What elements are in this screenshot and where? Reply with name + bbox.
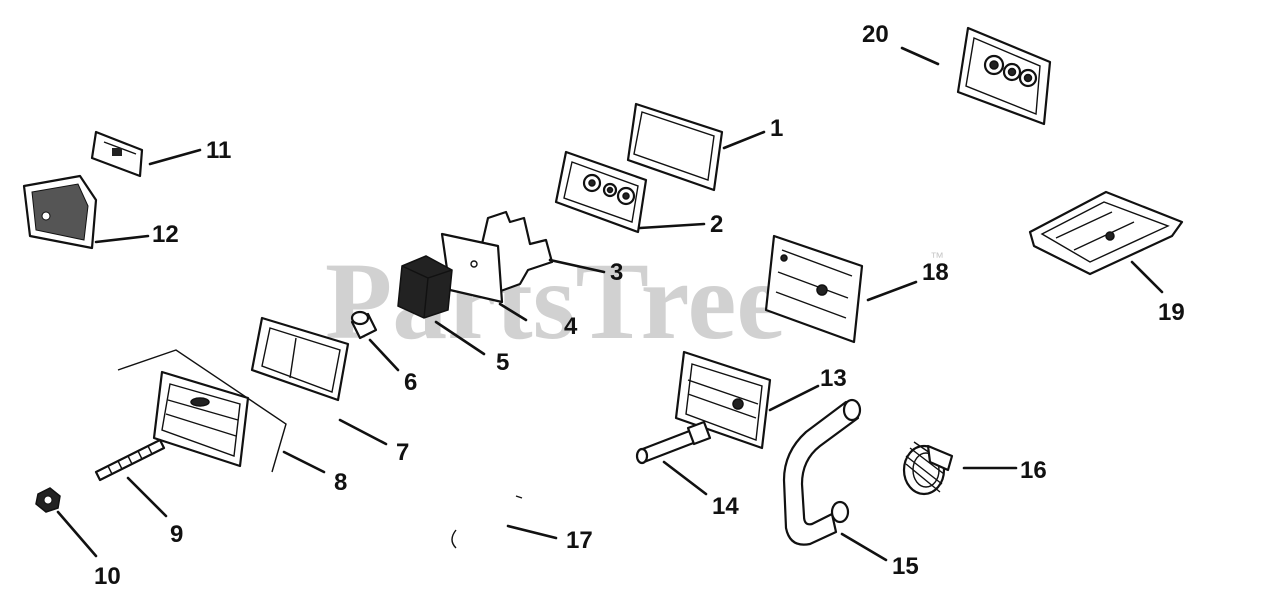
callout-13[interactable]: 13 (820, 365, 847, 392)
part-7-gasket[interactable] (250, 316, 350, 402)
callout-4[interactable]: 4 (564, 313, 578, 340)
leader-lines (56, 46, 1164, 562)
leader-20 (900, 46, 940, 66)
leader-15 (840, 532, 888, 562)
callout-2[interactable]: 2 (710, 211, 723, 238)
leader-13 (768, 384, 820, 412)
callout-20[interactable]: 20 (862, 21, 889, 48)
leader-11 (148, 148, 202, 166)
callout-19[interactable]: 19 (1158, 299, 1185, 326)
callout-6[interactable]: 6 (404, 369, 417, 396)
leader-9 (126, 476, 168, 518)
callout-8[interactable]: 8 (334, 469, 347, 496)
callout-9[interactable]: 9 (170, 521, 183, 548)
leader-2 (638, 222, 706, 230)
part-19-base[interactable] (1028, 190, 1184, 276)
part-6-spacer[interactable] (350, 310, 378, 340)
leader-6 (368, 338, 400, 372)
callout-17[interactable]: 17 (566, 527, 593, 554)
leader-17 (506, 524, 558, 540)
leader-18 (866, 280, 918, 302)
part-1-gasket[interactable] (626, 102, 724, 192)
callout-3[interactable]: 3 (610, 259, 623, 286)
leader-10 (56, 510, 98, 558)
watermark-trademark: ™ (930, 249, 944, 265)
leader-5 (434, 320, 486, 356)
part-12-precleaner[interactable] (22, 174, 98, 250)
part-17-washer[interactable] (451, 495, 523, 549)
callout-12[interactable]: 12 (152, 221, 179, 248)
part-2-plate[interactable] (554, 150, 648, 234)
part-10-nut[interactable] (35, 487, 61, 513)
callout-10[interactable]: 10 (94, 563, 121, 590)
leader-8 (282, 450, 326, 474)
part-16-clamp[interactable] (902, 441, 954, 496)
callout-18[interactable]: 18 (922, 259, 949, 286)
part-5-foam-block[interactable] (397, 255, 453, 319)
callout-labels: 1 2 3 4 5 6 7 8 9 10 11 12 13 14 15 16 1… (94, 21, 1185, 590)
callout-15[interactable]: 15 (892, 553, 919, 580)
leader-7 (338, 418, 388, 446)
part-9-stud[interactable] (94, 438, 166, 482)
callout-1[interactable]: 1 (770, 115, 783, 142)
callout-5[interactable]: 5 (496, 349, 509, 376)
leader-19 (1130, 260, 1164, 294)
part-18-plate[interactable] (764, 234, 864, 344)
callout-7[interactable]: 7 (396, 439, 409, 466)
part-15-hose[interactable] (782, 398, 862, 546)
part-11-plate[interactable] (90, 130, 144, 178)
leader-12 (94, 234, 150, 244)
watermark-text: PartsTree (325, 240, 785, 362)
leader-1 (722, 130, 766, 150)
part-14-adapter[interactable] (635, 420, 712, 465)
leader-14 (662, 460, 708, 496)
callout-16[interactable]: 16 (1020, 457, 1047, 484)
part-8-housing[interactable] (117, 349, 287, 473)
callout-14[interactable]: 14 (712, 493, 739, 520)
part-20-grommet-plate[interactable] (956, 26, 1052, 126)
leader-3 (548, 258, 606, 274)
callout-11[interactable]: 11 (206, 137, 231, 164)
leader-4 (498, 302, 528, 322)
